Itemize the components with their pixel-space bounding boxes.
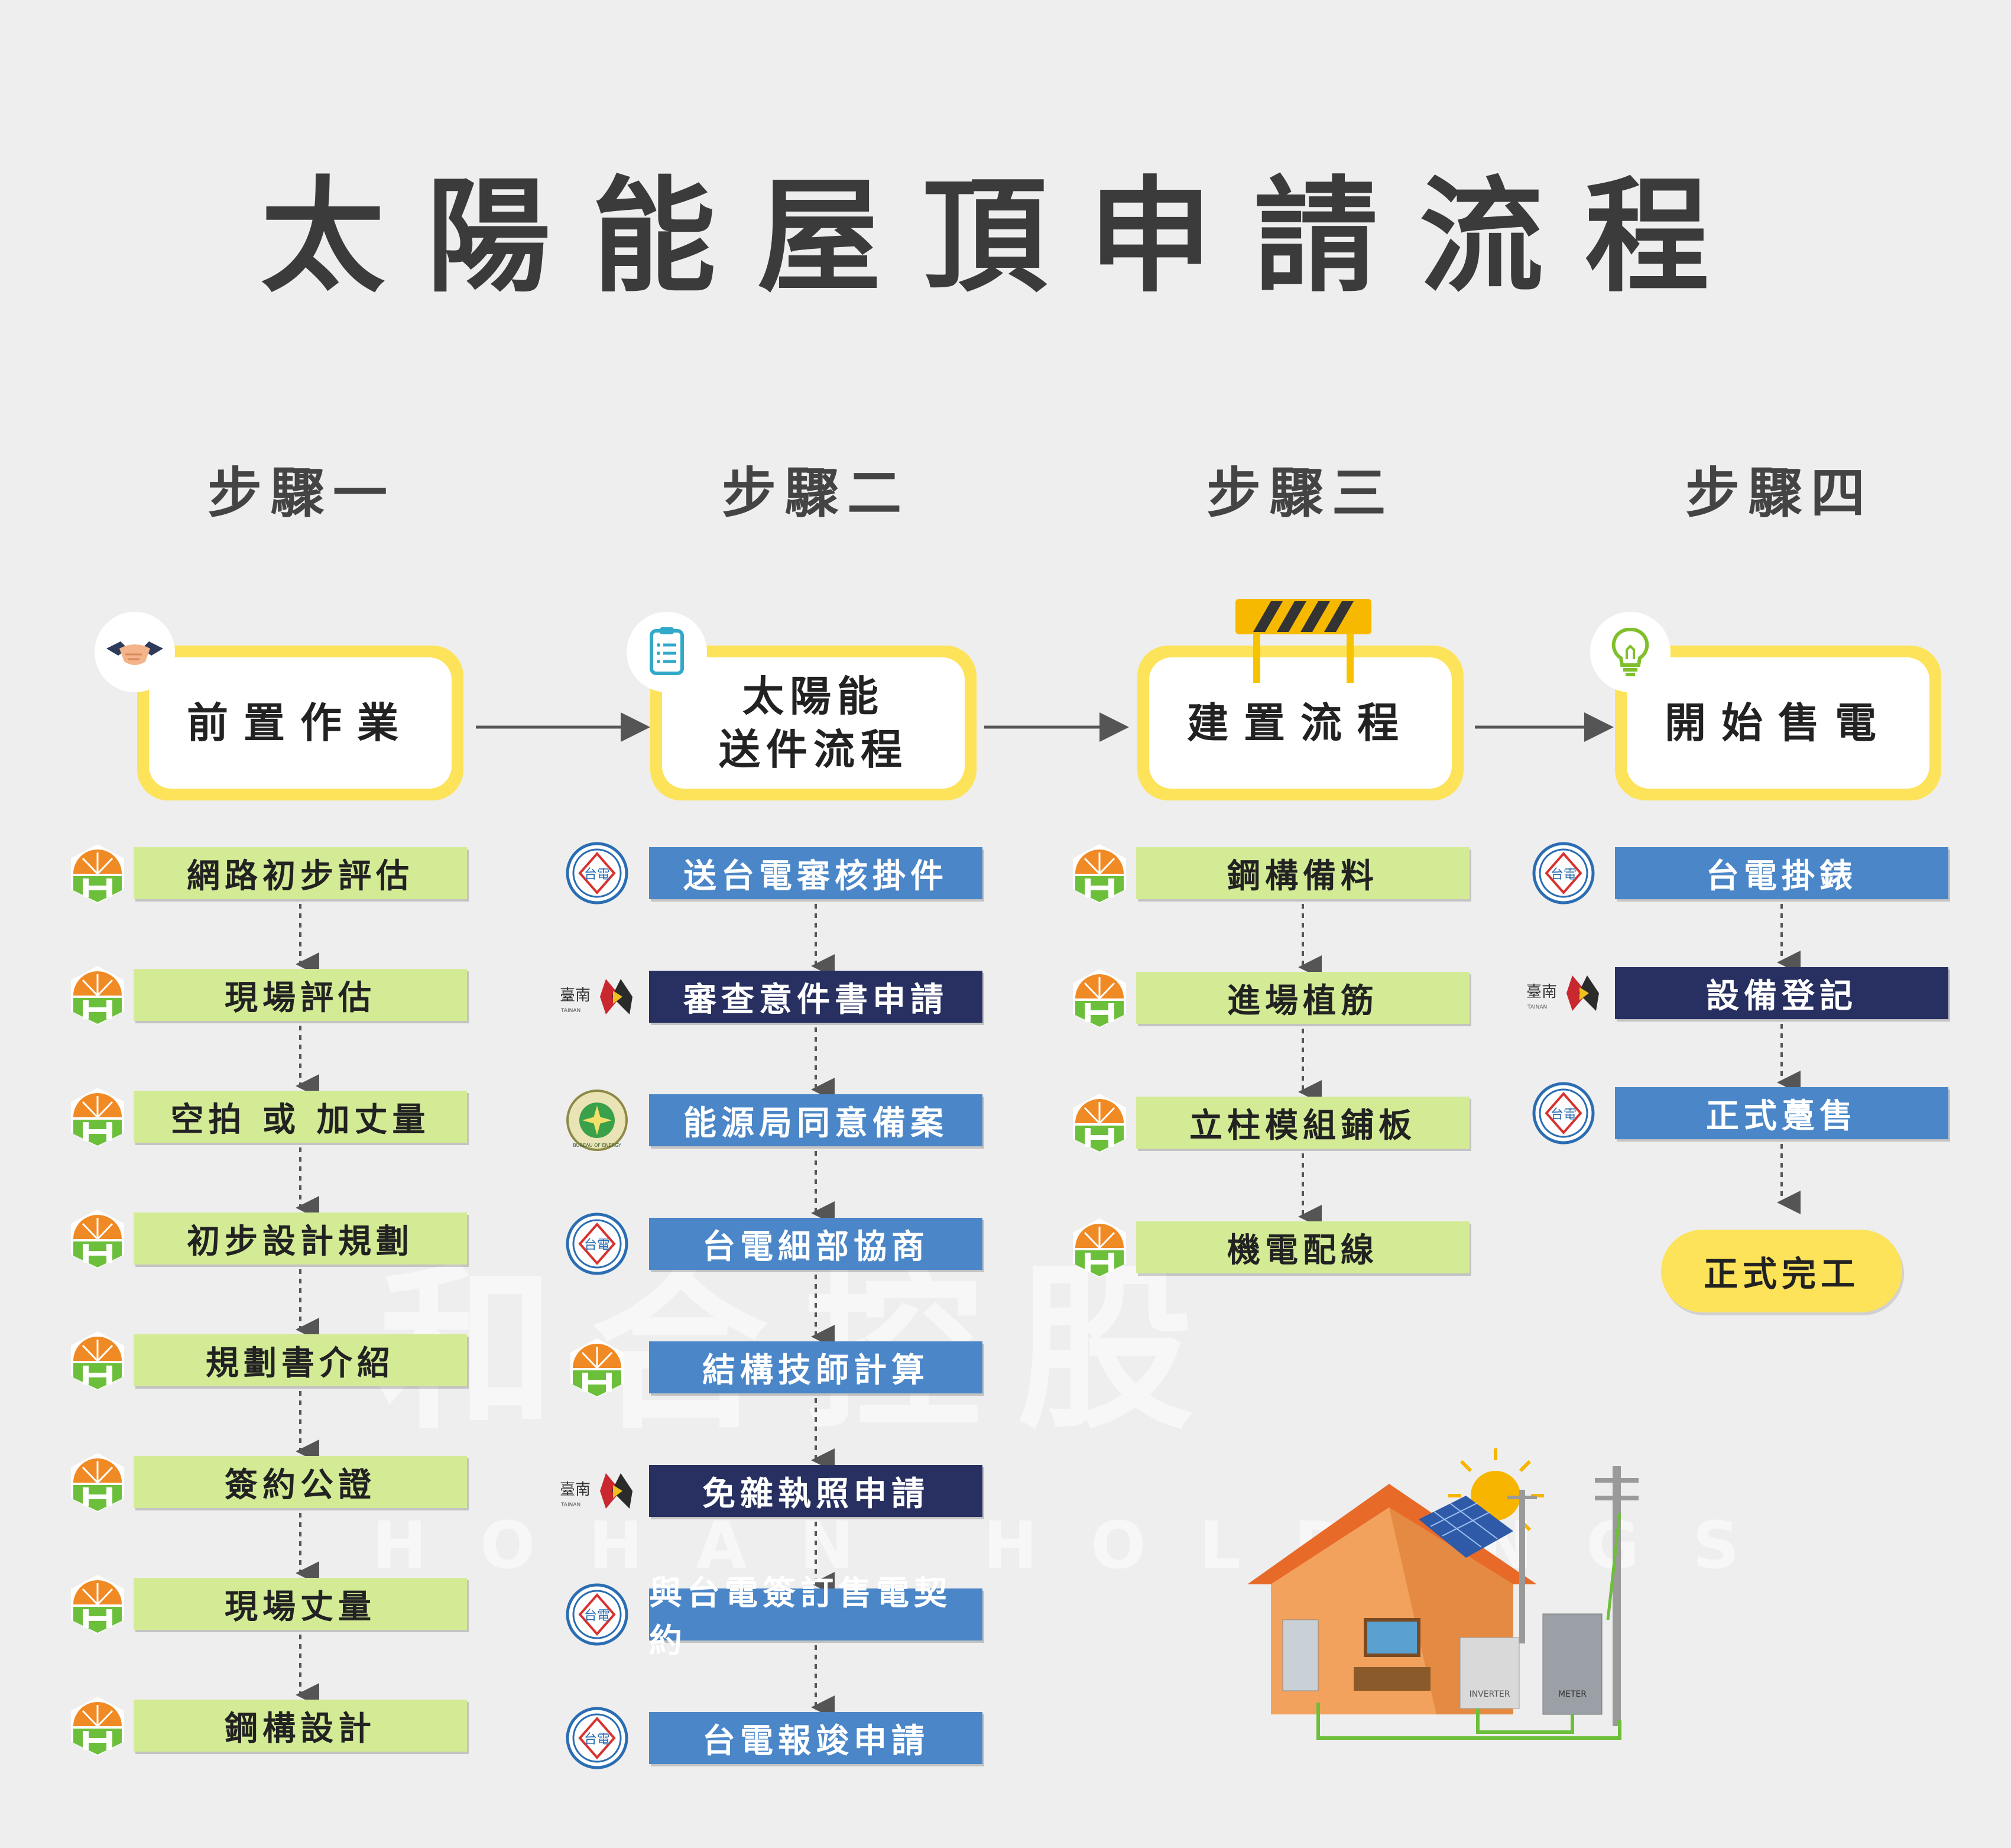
svg-text:台電: 台電 [584, 1238, 610, 1253]
svg-text:臺南: 臺南 [560, 987, 591, 1004]
header-box-4: 開始售電 [1615, 646, 1941, 800]
svg-text:TAINAN: TAINAN [560, 1502, 580, 1508]
step2-item-8: 台電報竣申請 [649, 1712, 982, 1764]
header-box-3: 建置流程 [1137, 646, 1464, 800]
step2-item-4: 台電細部協商 [649, 1218, 982, 1270]
step2-item-6: 免雜執照申請 [649, 1465, 982, 1517]
step3-item-4: 機電配線 [1136, 1221, 1470, 1273]
header-text-2: 太陽能 送件流程 [662, 657, 965, 789]
header-text-1: 前置作業 [149, 657, 452, 789]
step3-item-2: 進場植筋 [1136, 972, 1470, 1024]
svg-text:台電: 台電 [584, 1732, 610, 1747]
page-title: 太陽能屋頂申請流程 [260, 163, 1750, 309]
header-text-2-line1: 太陽能 [742, 672, 884, 721]
hohan-logo [65, 1328, 130, 1395]
energy-bureau-logo: BUREAU OF ENERGY [565, 1088, 630, 1155]
step2-item-5: 結構技師計算 [649, 1341, 982, 1393]
step2-item-7: 與台電簽訂售電契約 [649, 1574, 982, 1661]
hohan-logo [565, 1335, 630, 1402]
solar-house-illustration: INVERTER METER [1241, 1442, 1655, 1752]
step-label-4: 步驟四 [1685, 461, 1873, 525]
step1-item-1: 網路初步評估 [134, 847, 467, 899]
taipower-logo: 台電 [565, 1706, 630, 1773]
step-label-1: 步驟一 [207, 461, 395, 525]
svg-text:TAINAN: TAINAN [1527, 1004, 1547, 1010]
step4-item-2: 設備登記 [1615, 967, 1948, 1019]
hohan-logo [1067, 1215, 1132, 1282]
taipower-logo: 台電 [1531, 841, 1596, 908]
hohan-logo [65, 962, 130, 1030]
svg-text:臺南: 臺南 [1526, 983, 1557, 1001]
meter-label: METER [1558, 1690, 1587, 1699]
inverter-label: INVERTER [1470, 1690, 1510, 1699]
hohan-logo [65, 1084, 130, 1152]
step2-item-3: 能源局同意備案 [649, 1094, 982, 1146]
clipboard-icon [627, 612, 707, 692]
step3-item-3: 立柱模組鋪板 [1136, 1097, 1470, 1149]
step1-item-3: 空拍 或 加丈量 [134, 1091, 467, 1143]
svg-text:台電: 台電 [584, 867, 610, 882]
taipower-logo: 台電 [565, 841, 630, 908]
step3-item-1: 鋼構備料 [1136, 847, 1470, 899]
final-completion-pill: 正式完工 [1661, 1230, 1902, 1312]
step-label-2: 步驟二 [721, 461, 910, 525]
svg-text:台電: 台電 [584, 1609, 610, 1623]
hohan-logo [1067, 841, 1132, 908]
hohan-logo [65, 1206, 130, 1273]
taipower-logo: 台電 [565, 1211, 630, 1279]
barrier-icon [1235, 594, 1371, 685]
header-text-4: 開始售電 [1627, 657, 1929, 789]
header-text-3: 建置流程 [1149, 657, 1452, 789]
step1-item-6: 簽約公證 [134, 1456, 467, 1508]
tainan-logo: 臺南 TAINAN [1525, 970, 1602, 1019]
svg-text:台電: 台電 [1551, 867, 1577, 882]
svg-text:臺南: 臺南 [560, 1481, 591, 1499]
step1-item-8: 鋼構設計 [134, 1700, 467, 1752]
header-text-2-line2: 送件流程 [719, 725, 908, 774]
taipower-logo: 台電 [1531, 1081, 1596, 1148]
hohan-logo [65, 841, 130, 908]
lightbulb-icon [1590, 612, 1671, 692]
hohan-logo [65, 1571, 130, 1639]
header-box-2: 太陽能 送件流程 [650, 646, 977, 800]
hohan-logo [1067, 1090, 1132, 1158]
svg-text:TAINAN: TAINAN [560, 1008, 580, 1014]
tainan-logo: 臺南 TAINAN [559, 1467, 635, 1517]
tainan-logo: 臺南 TAINAN [559, 973, 635, 1023]
taipower-logo: 台電 [565, 1582, 630, 1649]
hohan-logo [65, 1450, 130, 1517]
header-box-1: 前置作業 [137, 646, 463, 800]
svg-text:BUREAU OF ENERGY: BUREAU OF ENERGY [573, 1143, 621, 1148]
step2-item-2: 審查意件書申請 [649, 971, 982, 1023]
handshake-icon [95, 612, 175, 692]
step1-item-2: 現場評估 [134, 969, 467, 1021]
step1-item-7: 現場丈量 [134, 1578, 467, 1630]
step1-item-4: 初步設計規劃 [134, 1212, 467, 1265]
step2-item-1: 送台電審核掛件 [649, 847, 982, 899]
step4-item-3: 正式躉售 [1615, 1087, 1948, 1139]
step-label-3: 步驟三 [1206, 461, 1394, 525]
step4-item-1: 台電掛錶 [1615, 847, 1948, 899]
hohan-logo [1067, 965, 1132, 1033]
step1-item-5: 規劃書介紹 [134, 1334, 467, 1386]
svg-text:台電: 台電 [1551, 1107, 1577, 1122]
hohan-logo [65, 1693, 130, 1761]
